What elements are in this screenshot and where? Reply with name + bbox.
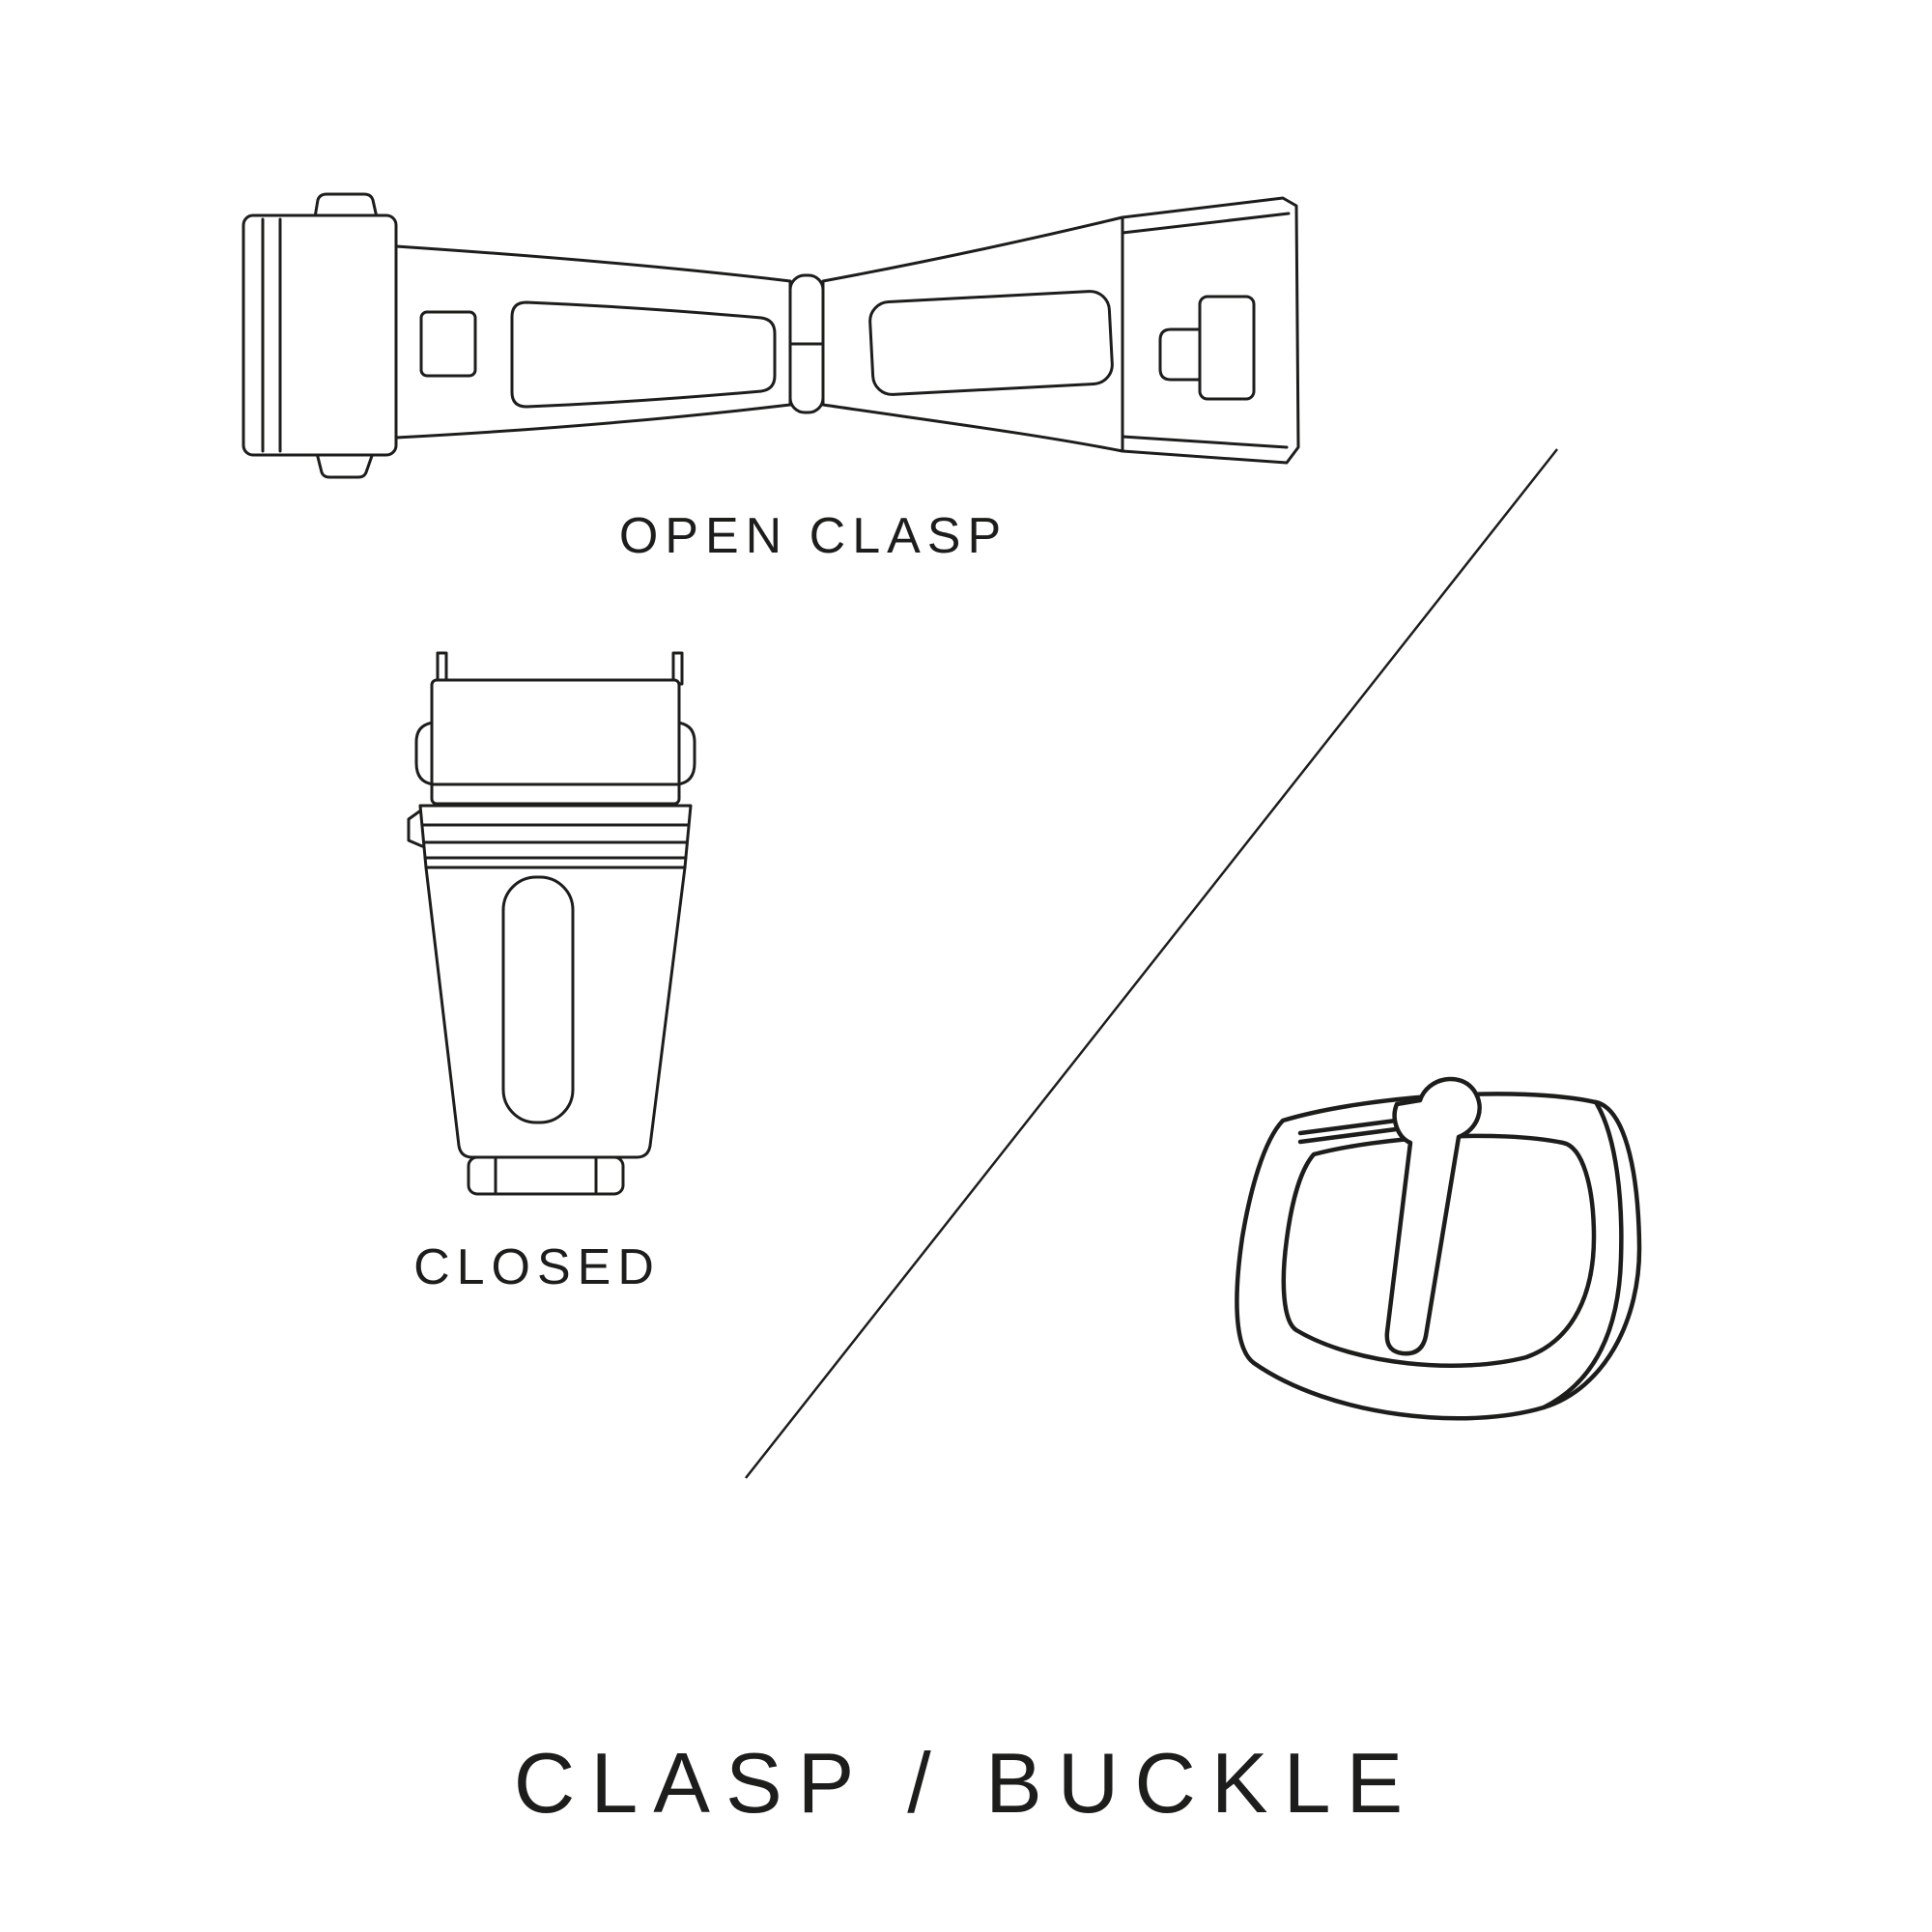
- left-link-top-tab: [313, 192, 379, 219]
- top-block: [430, 678, 681, 806]
- right-end-fold-top: [1121, 212, 1291, 235]
- open-clasp-illustration: [242, 192, 1300, 479]
- left-blade: [394, 244, 792, 440]
- left-link: [242, 213, 398, 457]
- closed-clasp-illustration: [407, 651, 696, 1196]
- left-ear: [414, 721, 436, 786]
- divider-stroke: [745, 448, 1558, 1479]
- buckle-frame-inner: [1281, 1133, 1597, 1368]
- page-title: CLASP / BUCKLE: [513, 1735, 1419, 1831]
- open-clasp-label: OPEN CLASP: [618, 508, 1009, 564]
- end-cap: [467, 1155, 625, 1196]
- right-ear: [675, 721, 696, 786]
- divider-line: [745, 448, 1558, 1479]
- right-blade-window: [868, 290, 1114, 396]
- left-link-bottom-tab: [315, 451, 375, 479]
- buckle-illustration: [1235, 1076, 1642, 1421]
- catch-slot: [1198, 295, 1256, 401]
- closed-clasp-label: CLOSED: [413, 1239, 661, 1295]
- clasp-body-window: [501, 875, 575, 1124]
- buckle-tongue: [1384, 1076, 1482, 1356]
- buckle-bar-contour: [1541, 1099, 1624, 1410]
- latch-tab: [407, 808, 424, 848]
- left-blade-window: [510, 300, 777, 409]
- clasp-body: [424, 866, 687, 1159]
- left-blade-notch: [419, 310, 477, 378]
- catch-hook: [1158, 327, 1202, 382]
- right-end-fold-bottom: [1121, 435, 1289, 449]
